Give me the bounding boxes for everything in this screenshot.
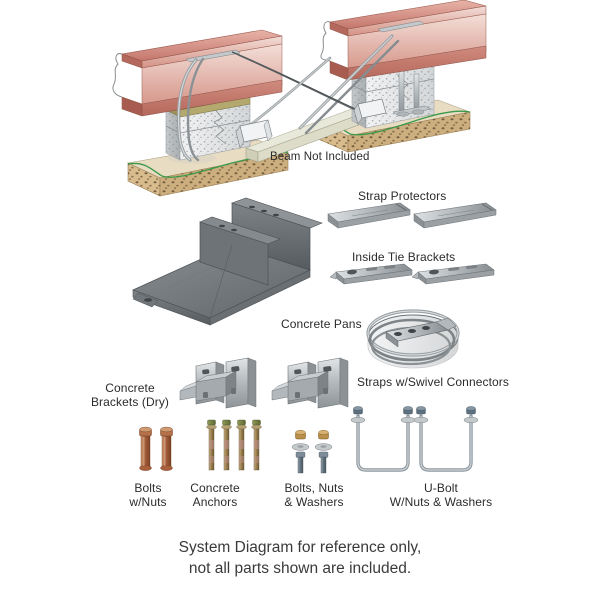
concrete-pan xyxy=(132,197,323,326)
pier-base-brackets xyxy=(235,98,387,149)
u-bolt-right xyxy=(413,406,479,472)
right-i-beam xyxy=(320,0,487,81)
callout-u-bolt-w-nuts-washers: U-Bolt W/Nuts & Washers xyxy=(389,481,493,509)
callout-strap-protectors: Strap Protectors xyxy=(358,189,447,203)
concrete-bracket-left xyxy=(179,357,257,409)
concrete-bracket-right xyxy=(271,357,349,409)
callout-inside-tie-brackets: Inside Tie Brackets xyxy=(352,250,456,264)
callout-straps-swivel-connectors: Straps w/Swivel Connectors xyxy=(357,375,509,389)
bolt-nut-washer-2 xyxy=(314,430,333,474)
callout-concrete-anchors: Concrete Anchors xyxy=(190,481,240,509)
callout-bolts-w-nuts: Bolts w/Nuts xyxy=(129,481,167,509)
callout-concrete-brackets-dry: Concrete Brackets (Dry) xyxy=(90,381,170,409)
bolt-with-nut-1 xyxy=(139,426,152,471)
strap-protector-right xyxy=(413,202,497,229)
callout-beam-not-included: Beam Not Included xyxy=(270,151,370,163)
left-i-beam xyxy=(112,29,283,117)
concrete-anchor-3 xyxy=(236,419,247,471)
strap-protector-left xyxy=(327,202,411,229)
footer-line-1: System Diagram for reference only, xyxy=(178,539,422,556)
concrete-anchor-2 xyxy=(221,419,232,471)
inside-tie-bracket-left xyxy=(329,263,413,285)
inside-tie-bracket-right xyxy=(411,263,495,285)
u-bolt-left xyxy=(350,406,416,472)
callout-bolts-nuts-washers: Bolts, Nuts & Washers xyxy=(284,481,344,509)
footer-line-2: not all parts shown are included. xyxy=(188,560,412,577)
bolt-with-nut-2 xyxy=(160,426,173,471)
concrete-anchor-4 xyxy=(251,419,262,471)
strap-coil xyxy=(366,309,460,369)
concrete-anchor-1 xyxy=(206,419,217,471)
bolt-nut-washer-1 xyxy=(291,430,310,474)
tie-straps-assembly xyxy=(176,20,425,162)
callout-concrete-pans: Concrete Pans xyxy=(281,317,362,331)
